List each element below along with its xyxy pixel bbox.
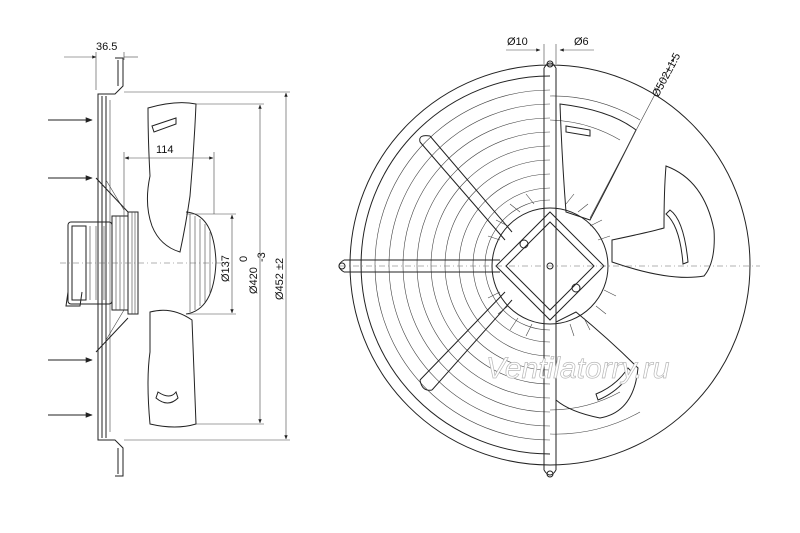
diagonal-strut bbox=[419, 135, 513, 391]
blade-upper-front bbox=[559, 103, 637, 221]
dim-420-tol-lower: -3 bbox=[256, 252, 268, 262]
dim-slot-label: Ø10 bbox=[507, 36, 528, 48]
dim-502-label: Ø502±1.5 bbox=[650, 51, 683, 99]
dim-420-tol-upper: 0 bbox=[238, 256, 250, 262]
outer-ring bbox=[349, 64, 751, 466]
dimensions-side bbox=[60, 52, 290, 441]
blade-right-front bbox=[611, 165, 715, 278]
blade-upper-side bbox=[146, 102, 197, 253]
watermark-text: Ventilatorry.ru bbox=[486, 352, 670, 385]
dimensions-front bbox=[340, 44, 760, 267]
dim-420-label: Ø420 bbox=[248, 267, 260, 294]
mounting-plate bbox=[95, 57, 129, 477]
dim-452-label: Ø452 ±2 bbox=[274, 258, 286, 300]
blade-lower-side bbox=[147, 309, 197, 428]
dim-137-label: Ø137 bbox=[220, 255, 232, 282]
side-view: 36.5 114 Ø137 Ø420 0 -3 Ø452 ±2 bbox=[48, 41, 290, 477]
dim-114-label: 114 bbox=[156, 144, 174, 156]
front-view: Ø10 Ø6 Ø502±1.5 Ventilatorry.ru bbox=[338, 36, 760, 478]
dim-depth-label: 36.5 bbox=[96, 41, 117, 53]
vertical-strut bbox=[543, 60, 557, 478]
dim-hole-label: Ø6 bbox=[574, 36, 589, 48]
airflow-arrows bbox=[48, 117, 93, 418]
blade-lower-front bbox=[555, 311, 639, 419]
motor-hub bbox=[487, 193, 617, 337]
guard-rings bbox=[360, 75, 641, 455]
